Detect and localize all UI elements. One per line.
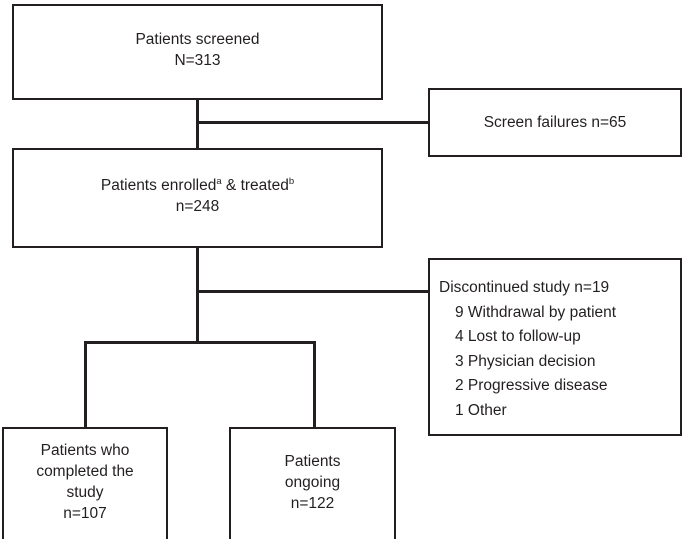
node-patients-completed-line1: Patients who <box>40 442 130 459</box>
connector-to-ongoing <box>313 341 316 429</box>
connector-to-discontinued <box>196 290 430 293</box>
connector-to-completed <box>84 341 87 429</box>
connector-screened-to-enrolled <box>196 98 199 150</box>
footnote-marker-a: a <box>216 175 222 187</box>
discontinued-reason-item: 3 Physician decision <box>455 352 596 370</box>
node-patients-enrolled-treated: Patients enrolleda & treatedb n=248 <box>12 148 383 248</box>
node-patients-enrolled-count: n=248 <box>175 198 220 215</box>
connector-enrolled-trunk <box>196 246 199 344</box>
node-patients-ongoing-line1: Patients <box>284 453 341 470</box>
discontinued-reason-item: 2 Progressive disease <box>455 377 608 394</box>
node-patients-enrolled-line1: Patients enrolleda & treatedb <box>101 175 294 196</box>
discontinued-reason-item: 1 Other <box>455 401 507 419</box>
node-discontinued-study: Discontinued study n=19 9 Withdrawal by … <box>428 258 682 436</box>
discontinued-reason-item: 9 Withdrawal by patient <box>455 303 617 321</box>
node-patients-ongoing-count: n=122 <box>290 495 335 512</box>
node-screen-failures: Screen failures n=65 <box>428 88 682 157</box>
connector-split-horizontal <box>84 341 316 344</box>
footnote-marker-b: b <box>288 175 295 187</box>
node-patients-screened-count: N=313 <box>174 52 221 69</box>
node-patients-screened: Patients screened N=313 <box>12 4 383 100</box>
node-patients-completed-count: n=107 <box>63 505 107 522</box>
node-patients-completed: Patients who completed the study n=107 <box>2 427 168 539</box>
discontinued-header: Discontinued study n=19 <box>439 279 610 296</box>
node-patients-completed-line2: completed the <box>36 463 134 480</box>
enrolled-text-prefix: Patients enrolled <box>100 177 217 194</box>
node-patients-ongoing-line2: ongoing <box>284 474 341 491</box>
node-patients-screened-line1: Patients screened <box>135 31 260 48</box>
discontinued-reason-item: 4 Lost to follow-up <box>455 328 581 345</box>
node-patients-ongoing: Patients ongoing n=122 <box>229 427 396 539</box>
node-screen-failures-label: Screen failures n=65 <box>483 114 627 131</box>
enrolled-text-mid: & treated <box>221 177 289 194</box>
connector-to-screen-failures <box>196 121 430 124</box>
node-patients-completed-line3: study <box>66 484 104 501</box>
